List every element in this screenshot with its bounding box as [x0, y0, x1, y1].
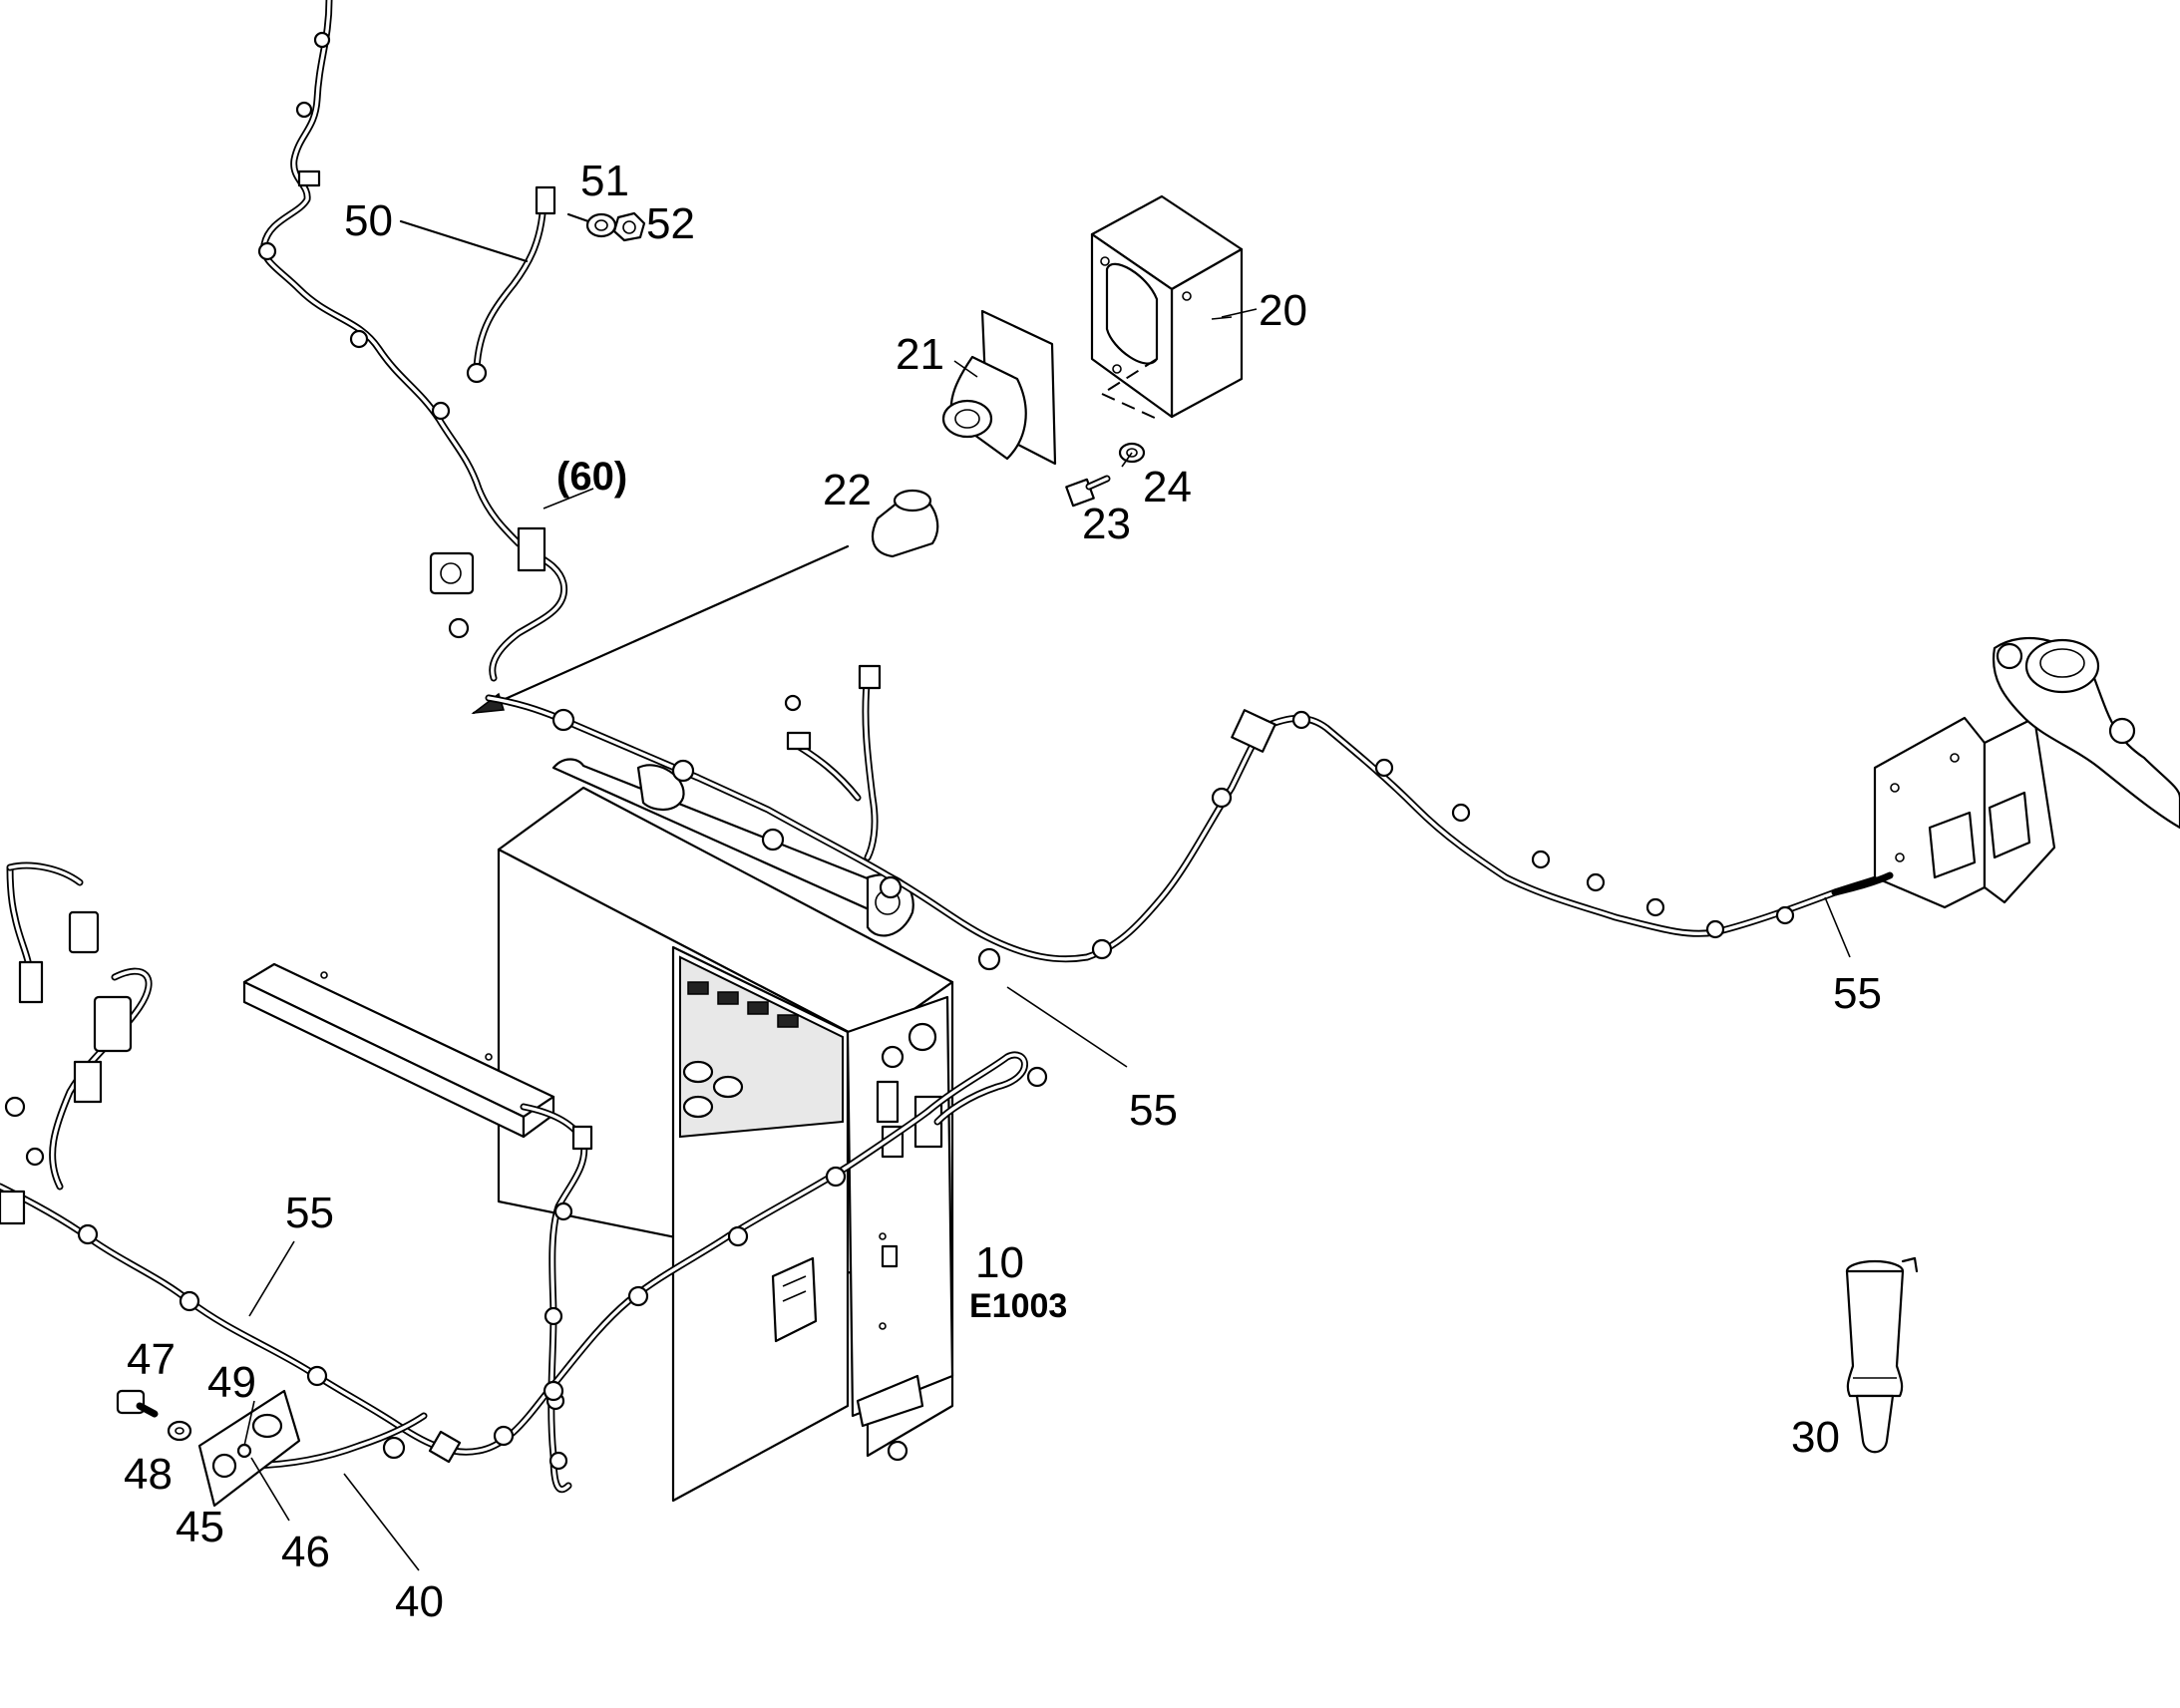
callout-22: 22	[823, 466, 872, 514]
callout-40: 40	[395, 1577, 444, 1626]
callout-52: 52	[646, 199, 695, 248]
item-50-cable	[399, 185, 646, 384]
lamp-30	[1845, 1256, 1919, 1454]
callout-21: 21	[896, 330, 944, 379]
callout-55-left: 55	[285, 1189, 334, 1237]
cap-22	[471, 489, 939, 715]
callout-45: 45	[176, 1503, 224, 1551]
callout-24: 24	[1143, 463, 1192, 512]
left-harness	[0, 861, 1048, 1470]
main-harness	[485, 664, 1899, 971]
plate-45-assembly	[116, 1389, 301, 1508]
callout-23: 23	[1082, 500, 1131, 548]
callout-50: 50	[344, 196, 393, 245]
frame-bracket	[551, 758, 914, 937]
callout-30: 30	[1791, 1413, 1840, 1462]
right-bracket-assembly	[1831, 636, 2180, 909]
callout-10: 10	[975, 1238, 1024, 1287]
callout-49: 49	[207, 1358, 256, 1407]
callout-20: 20	[1259, 286, 1307, 335]
callout-48: 48	[124, 1450, 173, 1499]
control-cabinet	[497, 786, 954, 1503]
callout-55-center: 55	[1129, 1086, 1178, 1135]
callout-55-right: 55	[1833, 969, 1882, 1018]
box-20	[1090, 194, 1244, 420]
socket-21	[941, 309, 1057, 466]
callout-46: 46	[281, 1528, 330, 1576]
callout-47: 47	[127, 1335, 176, 1384]
light-bar	[242, 962, 593, 1494]
leader-lines	[243, 308, 1851, 1571]
callout-51: 51	[580, 157, 629, 205]
callout-60: (60)	[556, 455, 628, 499]
upper-harness	[257, 0, 568, 682]
callout-e1003: E1003	[969, 1287, 1068, 1325]
